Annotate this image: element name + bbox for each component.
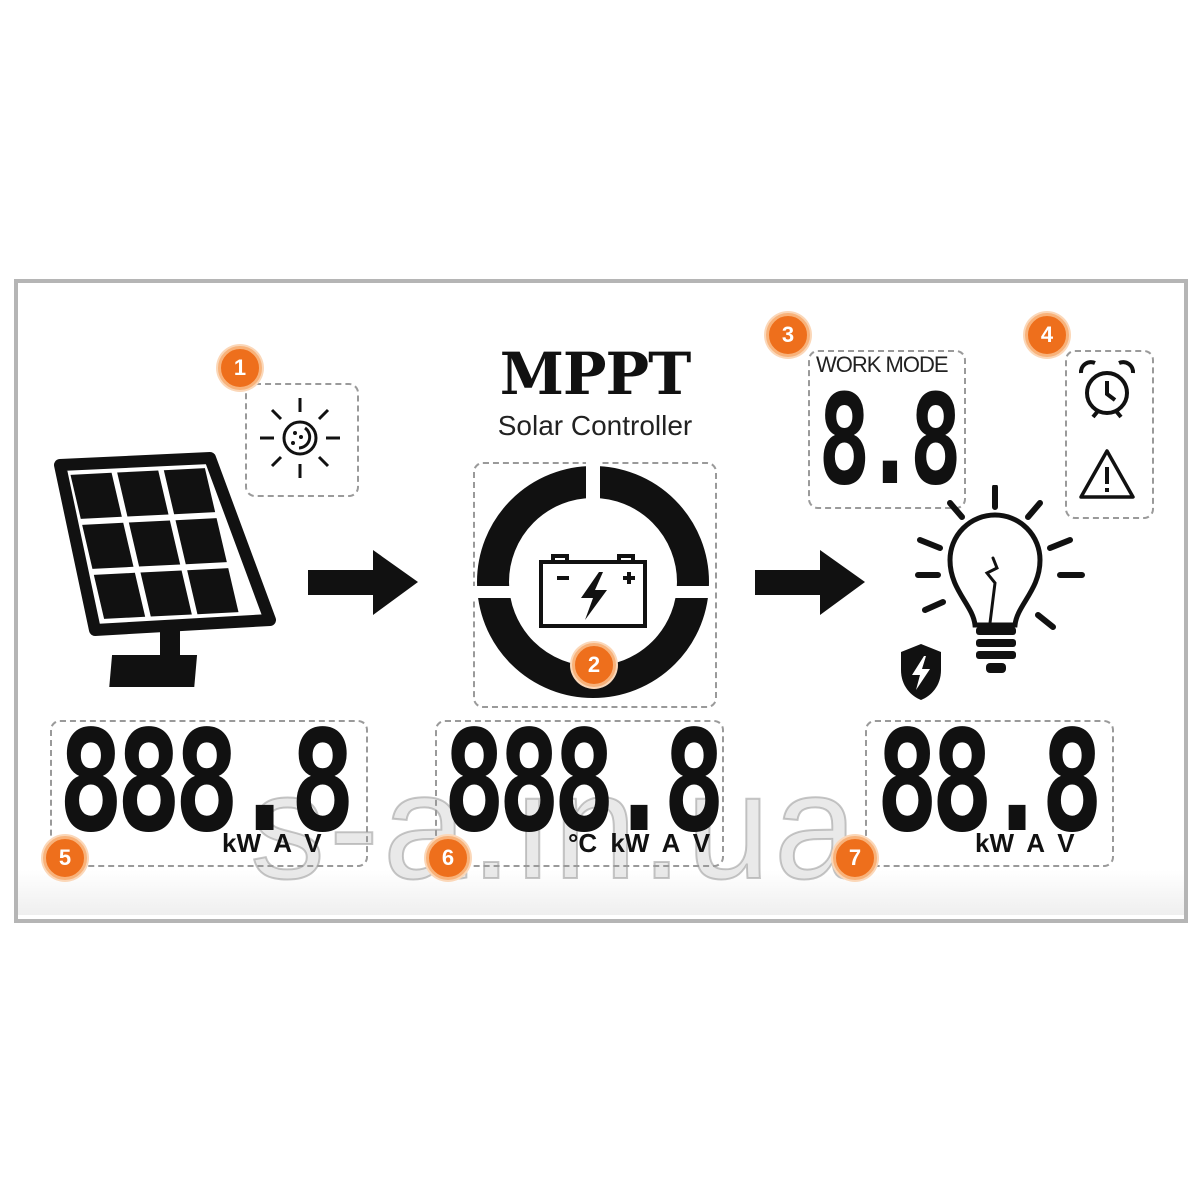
load-display-box — [865, 720, 1114, 867]
solar-cell — [117, 470, 169, 517]
work-mode-display: 8.8 — [818, 368, 962, 513]
arrow-right-icon — [308, 550, 418, 615]
pv-display: 888.8 — [58, 701, 356, 864]
work-mode-label: WORK MODE — [816, 352, 949, 377]
battery-display-box — [435, 720, 724, 867]
solar-cell — [70, 472, 122, 519]
frame-shade — [18, 870, 1184, 915]
callout-badge-5: 5 — [43, 836, 87, 880]
callout-badge-6: 6 — [426, 836, 470, 880]
warning-icon — [1079, 449, 1135, 499]
pv-display-box — [50, 720, 368, 867]
solar-cell — [140, 570, 192, 617]
solar-cell — [163, 468, 216, 515]
watermark: s-a.in.ua — [249, 741, 862, 911]
work-mode-box — [808, 350, 966, 509]
day-night-indicator-box — [245, 383, 359, 497]
solar-cell — [82, 522, 134, 569]
product-title: MPPT — [499, 340, 692, 408]
load-units: kW A V — [975, 828, 1075, 858]
arrow-right-icon — [755, 550, 865, 615]
alarm-box — [1065, 350, 1154, 519]
light-bulb-icon — [915, 485, 1085, 673]
callout-badge-1: 1 — [218, 346, 262, 390]
solar-cell — [175, 518, 227, 565]
sun-moon-icon — [260, 398, 340, 478]
solar-panel-icon — [54, 452, 276, 687]
solar-cell — [187, 568, 239, 615]
battery-display: 888.8 — [443, 701, 725, 864]
solar-cell — [128, 520, 181, 567]
callout-badge-2: 2 — [572, 643, 616, 687]
solar-cell — [93, 572, 146, 619]
load-display: 88.8 — [876, 701, 1103, 864]
callout-badge-7: 7 — [833, 836, 877, 880]
callout-badge-4: 4 — [1025, 313, 1069, 357]
battery-units: °C kW A V — [568, 828, 711, 858]
load-protection-shield-icon — [901, 644, 941, 700]
battery-charge-ring-icon — [473, 462, 713, 698]
alarm-clock-icon — [1079, 360, 1135, 419]
product-subtitle: Solar Controller — [497, 410, 693, 441]
pv-units: kW A V — [222, 828, 322, 858]
callout-badge-3: 3 — [766, 313, 810, 357]
